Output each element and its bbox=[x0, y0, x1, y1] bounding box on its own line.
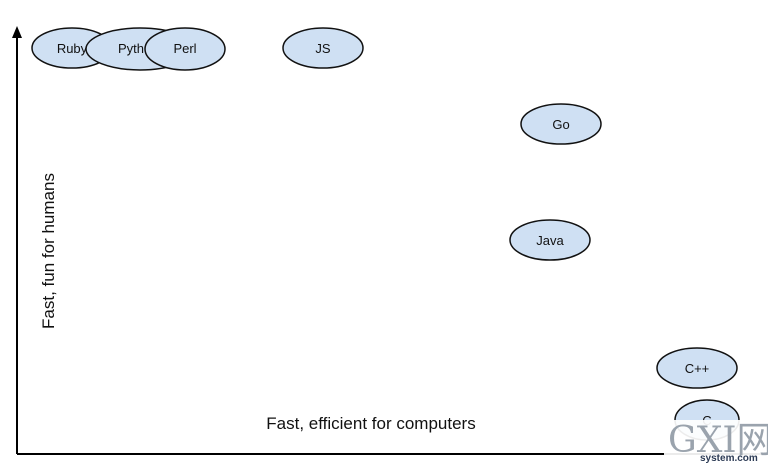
bubble-java: Java bbox=[509, 219, 591, 261]
x-axis-label: Fast, efficient for computers bbox=[266, 414, 475, 433]
watermark-backdrop bbox=[664, 420, 768, 464]
bubble-js-label: JS bbox=[315, 41, 331, 56]
bubble-cpp: C++ bbox=[656, 347, 738, 389]
bubble-ruby-label: Ruby bbox=[57, 41, 88, 56]
watermark-main-text: GXI网 bbox=[668, 420, 768, 461]
bubble-go-shape bbox=[520, 103, 602, 145]
axes bbox=[12, 26, 768, 455]
bubble-js-shape bbox=[282, 27, 364, 69]
bubble-python-label: Pyth bbox=[118, 41, 144, 56]
bubble-cpp-label: C++ bbox=[685, 361, 710, 376]
bubble-go: Go bbox=[520, 103, 602, 145]
language-bubbles: Ruby Pyth Perl JS Go Java C++ C bbox=[31, 27, 740, 441]
y-axis-label: Fast, fun for humans bbox=[39, 173, 58, 329]
watermark-logo: GXI网 system.com bbox=[664, 420, 768, 464]
bubble-perl-shape bbox=[144, 27, 226, 71]
bubble-js: JS bbox=[282, 27, 364, 69]
bubble-go-label: Go bbox=[552, 117, 569, 132]
watermark-sub-text: system.com bbox=[700, 453, 758, 464]
bubble-perl-label: Perl bbox=[173, 41, 196, 56]
bubble-perl: Perl bbox=[144, 27, 226, 71]
bubble-cpp-shape bbox=[656, 347, 738, 389]
y-axis-arrowhead bbox=[12, 26, 22, 38]
bubble-java-shape bbox=[509, 219, 591, 261]
bubble-java-label: Java bbox=[536, 233, 564, 248]
